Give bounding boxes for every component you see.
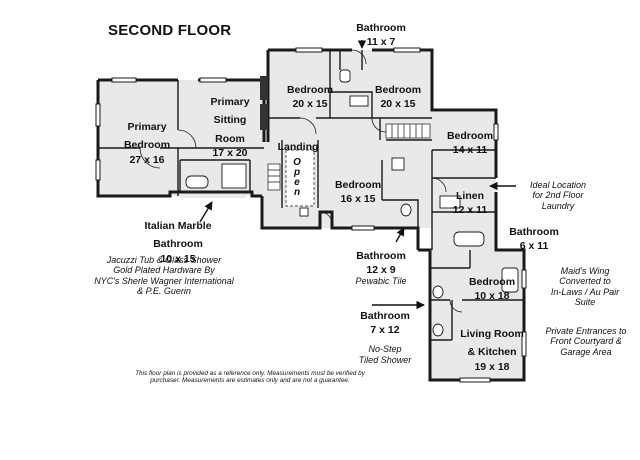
note-line: In-Laws / Au Pair bbox=[550, 286, 620, 297]
label-bedroom-lower: Bedroom 10 x 18 bbox=[462, 272, 522, 302]
label-bathroom-top: Bathroom 11 x 7 bbox=[346, 18, 416, 48]
note-line: for 2nd Floor bbox=[532, 190, 584, 201]
room-dimensions: 6 x 11 bbox=[519, 240, 549, 253]
room-name: Bathroom bbox=[356, 250, 406, 262]
label-bedroom-right: Bedroom 14 x 11 bbox=[440, 126, 500, 156]
room-name: Bathroom bbox=[360, 310, 410, 322]
room-dimensions: 10 x 18 bbox=[474, 290, 510, 303]
note-line: Converted to bbox=[559, 276, 611, 287]
label-primary-sitting-room: Primary Sitting Room 17 x 20 bbox=[200, 92, 260, 159]
disclaimer: This floor plan is provided as a referen… bbox=[120, 370, 380, 385]
note-line: Maid's Wing bbox=[560, 266, 610, 276]
room-dimensions: 14 x 11 bbox=[452, 144, 488, 157]
label-primary-bedroom: Primary Bedroom 27 x 16 bbox=[118, 117, 176, 166]
room-dimensions: 12 x 11 bbox=[452, 204, 488, 217]
note-line: Suite bbox=[574, 297, 596, 308]
floor-title: SECOND FLOOR bbox=[108, 22, 232, 39]
note-laundry: Ideal Location for 2nd Floor Laundry bbox=[518, 180, 598, 211]
label-bathroom-right: Bathroom 6 x 11 bbox=[506, 222, 562, 252]
room-dimensions: 12 x 9 bbox=[366, 264, 396, 277]
room-dimensions: 16 x 15 bbox=[340, 193, 376, 206]
stairs bbox=[267, 123, 431, 207]
label-landing: Landing bbox=[277, 141, 319, 153]
room-dimensions: 17 x 20 bbox=[212, 147, 248, 160]
note-line: Laundry bbox=[541, 200, 575, 211]
room-dimensions: 27 x 16 bbox=[129, 153, 165, 166]
note-maids-wing: Maid's Wing Converted to In-Laws / Au Pa… bbox=[540, 266, 630, 307]
label-bathroom-lower: Bathroom 7 x 12 No-Step Tiled Shower bbox=[350, 306, 420, 365]
room-name: Bedroom bbox=[286, 84, 334, 96]
room-name: Bedroom bbox=[468, 276, 516, 288]
room-dimensions: 11 x 7 bbox=[366, 36, 396, 49]
fixtures bbox=[185, 69, 519, 337]
note-line: Ideal Location bbox=[529, 180, 587, 190]
room-dimensions: 20 x 15 bbox=[292, 98, 328, 111]
note-line: Jacuzzi Tub & Glass Shower bbox=[106, 255, 222, 265]
windows bbox=[95, 47, 527, 383]
room-name: Italian Marble Bathroom bbox=[144, 220, 212, 251]
fireplaces bbox=[260, 76, 268, 130]
door-swings bbox=[139, 49, 463, 313]
label-bedroom-b: Bedroom 20 x 15 bbox=[366, 80, 430, 110]
label-bedroom-center: Bedroom 16 x 15 bbox=[328, 175, 388, 205]
note-line: Front Courtyard & bbox=[550, 336, 622, 347]
room-note: No-Step bbox=[368, 344, 402, 355]
disclaimer-line: This floor plan is provided as a referen… bbox=[135, 370, 365, 377]
callout-arrows bbox=[199, 40, 516, 310]
label-living-room-kitchen: Living Room & Kitchen 19 x 18 bbox=[456, 324, 528, 373]
room-note: Tiled Shower bbox=[358, 354, 412, 365]
room-dimensions: 10 x 15 bbox=[160, 252, 196, 265]
room-dimensions: 20 x 15 bbox=[380, 98, 416, 111]
note-jacuzzi: Jacuzzi Tub & Glass Shower Gold Plated H… bbox=[84, 255, 244, 296]
label-italian-marble-bathroom: Italian Marble Bathroom 10 x 15 bbox=[130, 216, 226, 265]
room-name: Bedroom bbox=[446, 130, 494, 142]
label-bathroom-pewabic: Bathroom 12 x 9 Pewabic Tile bbox=[346, 246, 416, 287]
room-dimensions: 7 x 12 bbox=[370, 324, 400, 337]
floor-fills bbox=[98, 50, 524, 380]
room-name: Bathroom bbox=[356, 22, 406, 34]
label-linen: Linen 12 x 11 bbox=[442, 186, 498, 216]
note-line: Garage Area bbox=[560, 346, 612, 357]
room-name: Linen bbox=[456, 190, 484, 202]
note-private-entrances: Private Entrances to Front Courtyard & G… bbox=[536, 326, 636, 357]
room-name: Bathroom bbox=[509, 226, 559, 238]
note-line: NYC's Sherle Wagner International bbox=[94, 275, 234, 286]
room-name: Bedroom bbox=[334, 179, 382, 191]
note-line: Private Entrances to bbox=[545, 326, 627, 336]
disclaimer-line: purchaser. Measurements are estimates on… bbox=[150, 377, 350, 385]
room-name: Primary Sitting Room bbox=[210, 96, 250, 145]
room-name: Living Room & Kitchen bbox=[460, 328, 524, 359]
room-dimensions: 19 x 18 bbox=[474, 360, 510, 373]
room-name: Primary Bedroom bbox=[123, 121, 171, 152]
room-name: Bedroom bbox=[374, 84, 422, 96]
room-note: Pewabic Tile bbox=[355, 276, 407, 287]
note-line: Gold Plated Hardware By bbox=[113, 265, 215, 276]
note-line: & P.E. Guerin bbox=[137, 286, 191, 297]
label-bedroom-a: Bedroom 20 x 15 bbox=[278, 80, 342, 110]
